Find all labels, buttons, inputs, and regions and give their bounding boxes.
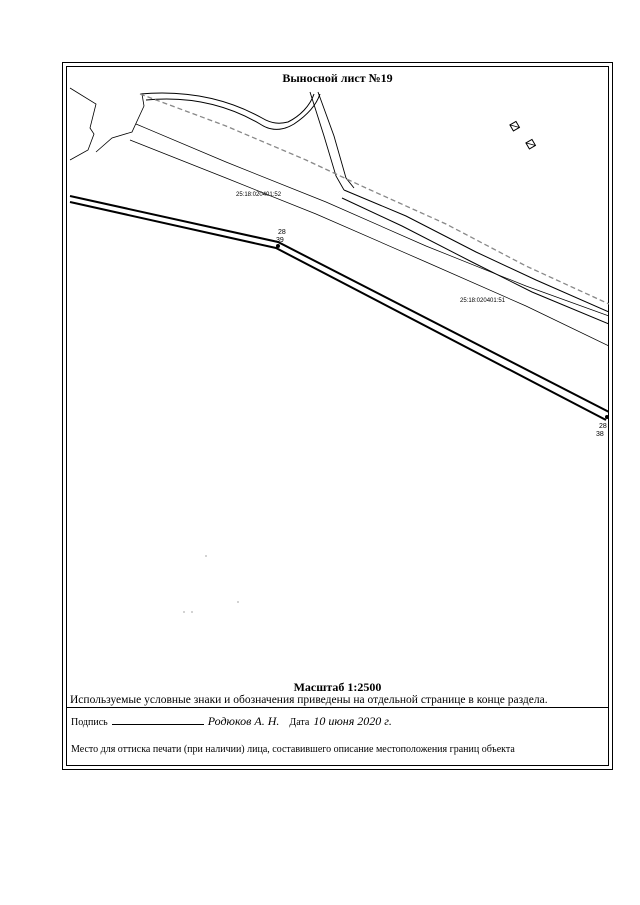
cadastral-map: 25:18:020401:52 25:18:020401:51 28 39 28… bbox=[69, 87, 609, 613]
map-speck bbox=[183, 611, 185, 613]
parcel-label: 25:18:020401:52 bbox=[236, 192, 282, 198]
point-label: 38 bbox=[596, 431, 604, 438]
road-vertical-left bbox=[309, 91, 345, 191]
left-boundary-line bbox=[69, 87, 97, 161]
building-symbol bbox=[509, 120, 521, 132]
curved-road-outer bbox=[139, 92, 315, 124]
legend-note: Используемые условные знаки и обозначени… bbox=[70, 694, 548, 706]
point-label: 28 bbox=[599, 423, 607, 430]
map-speck bbox=[191, 611, 193, 613]
diagonal-road-lower bbox=[341, 197, 609, 325]
building-symbol bbox=[525, 138, 537, 150]
map-speck bbox=[205, 555, 207, 557]
curved-road-inner bbox=[145, 93, 321, 130]
boundary-line-outer bbox=[69, 195, 609, 413]
parcel-line-lower bbox=[129, 139, 609, 347]
road-vertical-right bbox=[317, 91, 355, 189]
signer-name: Родюков А. Н. bbox=[207, 714, 280, 728]
point-label: 28 bbox=[278, 229, 286, 236]
map-frame bbox=[66, 66, 609, 708]
scale-label: Масштаб 1:2500 bbox=[293, 680, 382, 694]
outer-frame bbox=[62, 62, 613, 770]
date-label: Дата bbox=[289, 717, 310, 728]
sheet-title: Выносной лист №19 bbox=[282, 71, 393, 85]
boundary-line-inner bbox=[69, 201, 607, 421]
signature-blank-line bbox=[111, 715, 204, 725]
parcel-label: 25:18:020401:51 bbox=[460, 298, 506, 304]
left-road-edge bbox=[95, 93, 145, 153]
boundary-point bbox=[605, 415, 609, 419]
map-speck bbox=[237, 601, 239, 603]
date-value: 10 июня 2020 г. bbox=[313, 714, 392, 728]
dashed-boundary-line bbox=[139, 93, 609, 305]
signature-label: Подпись bbox=[71, 717, 108, 728]
stamp-note: Место для оттиска печати (при наличии) л… bbox=[71, 744, 515, 755]
diagonal-road-upper bbox=[343, 189, 609, 313]
parcel-line-upper bbox=[135, 123, 609, 317]
point-label: 39 bbox=[276, 237, 284, 244]
boundary-point bbox=[276, 244, 280, 248]
